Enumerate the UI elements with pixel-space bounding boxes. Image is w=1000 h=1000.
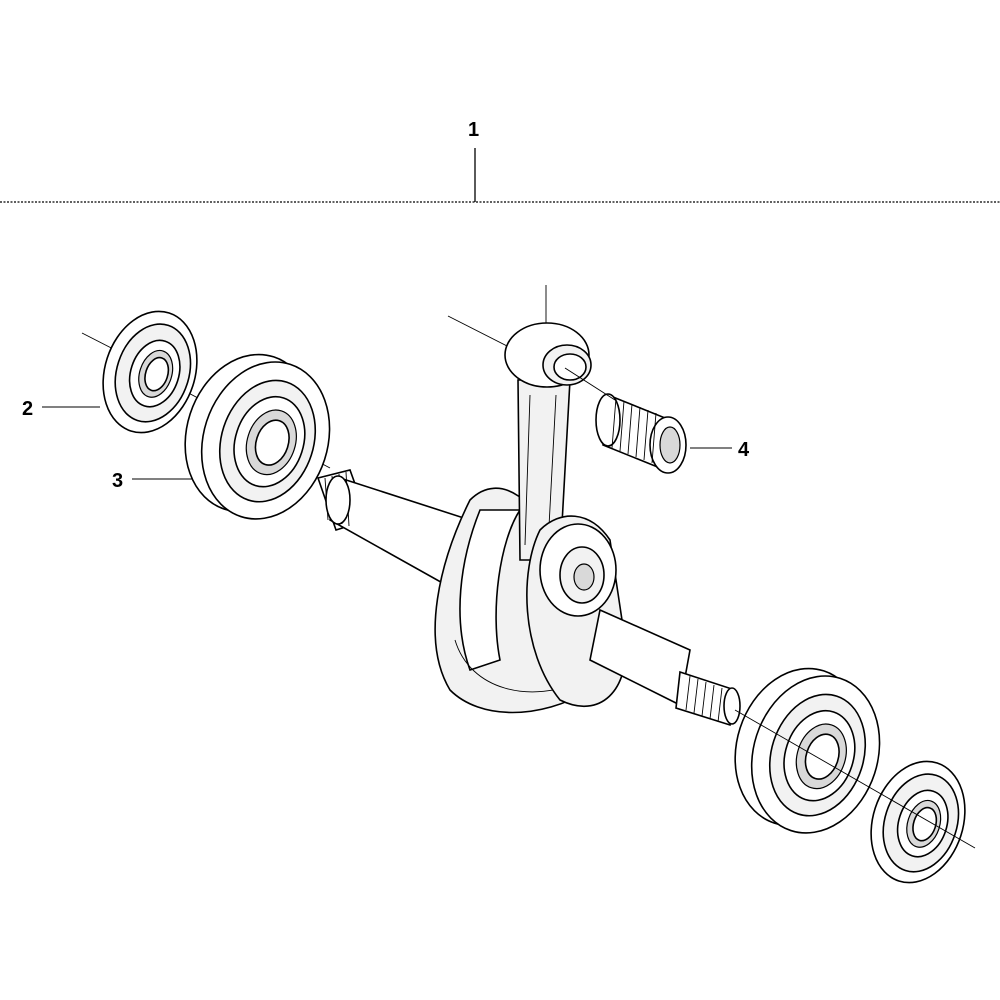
right-ball-bearing <box>734 667 881 834</box>
callout-2: 2 <box>22 398 33 420</box>
left-oil-seal <box>102 310 198 434</box>
crank-web-right <box>526 515 627 707</box>
callout-3: 3 <box>112 470 123 492</box>
crankshaft-right-shaft <box>589 608 741 727</box>
connecting-rod <box>504 322 592 561</box>
callout-4: 4 <box>738 439 750 461</box>
left-ball-bearing <box>184 353 331 520</box>
assembly-bracket <box>0 148 1000 203</box>
right-oil-seal <box>870 760 966 884</box>
needle-roller-bearing <box>564 367 687 474</box>
right-axis-line <box>734 709 976 849</box>
callout-1: 1 <box>468 119 479 141</box>
